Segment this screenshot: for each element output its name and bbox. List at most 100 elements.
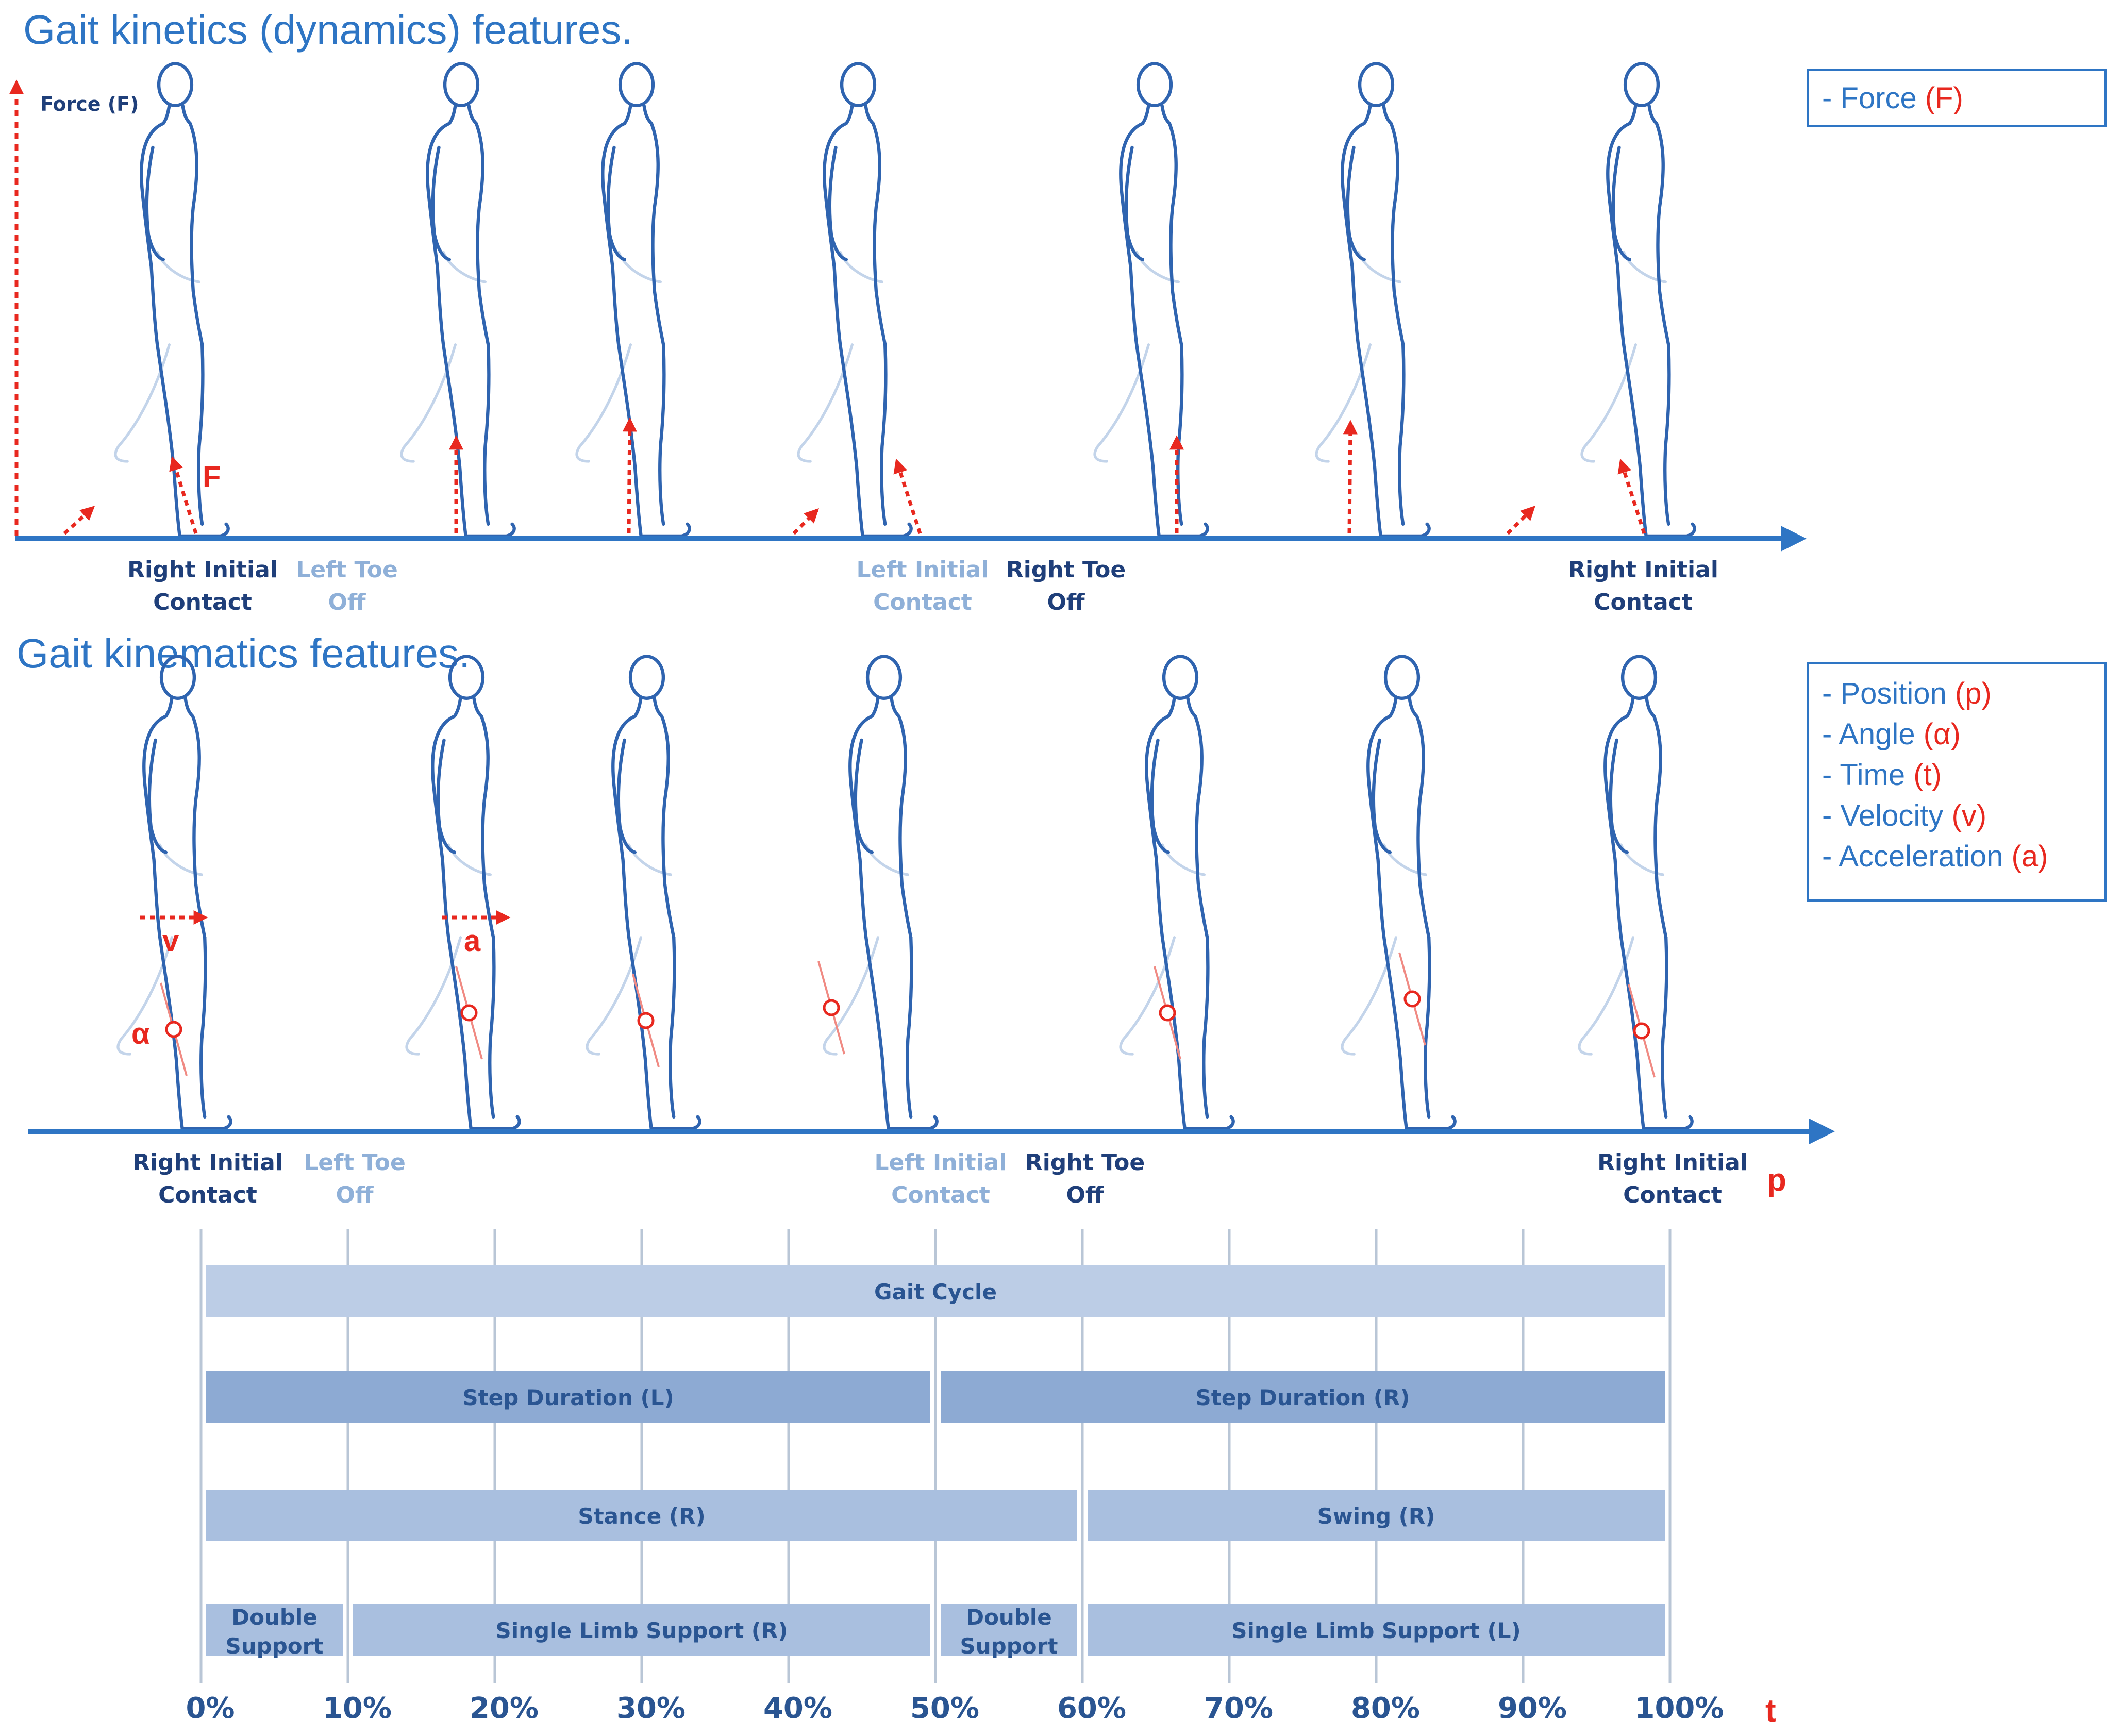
legend-entry: - Angle (α) — [1822, 717, 1961, 751]
acceleration-symbol: a — [464, 924, 481, 958]
timeline-bar-label: Stance (R) — [578, 1504, 705, 1529]
timeline-bar — [206, 1604, 343, 1656]
event-label-line1: Left Toe — [296, 557, 398, 583]
kinematics-title: Gait kinematics features. — [16, 630, 470, 676]
event-label-line1: Left Initial — [874, 1149, 1007, 1176]
knee-joint-marker — [165, 1021, 182, 1038]
event-label-line1: Left Initial — [856, 557, 989, 583]
force-arrow — [893, 458, 922, 535]
walking-figure — [798, 64, 911, 536]
event-label-line1: Right Initial — [127, 557, 278, 583]
timeline-bar — [941, 1604, 1077, 1656]
kinetics-legend: - Force (F) — [1807, 69, 2107, 127]
walking-figure — [402, 64, 514, 536]
timeline-tick-labels: 0%10%20%30%40%50%60%70%80%90%100% — [186, 1692, 1724, 1725]
walking-figure — [1121, 657, 1233, 1129]
force-arrow — [792, 508, 819, 535]
timeline-bar — [1088, 1604, 1665, 1656]
event-label-line1: Right Toe — [1025, 1149, 1145, 1176]
timeline-tick-label: 70% — [1204, 1692, 1273, 1725]
timeline-bar — [206, 1371, 930, 1423]
event-label-line2: Contact — [891, 1182, 990, 1208]
timeline-bar-label: Single Limb Support (R) — [496, 1618, 788, 1643]
timeline-bar-label: Support — [226, 1633, 324, 1659]
timeline-bar — [1088, 1490, 1665, 1541]
event-label-line2: Off — [1066, 1182, 1104, 1208]
walking-figure — [824, 657, 937, 1129]
position-symbol: p — [1767, 1162, 1786, 1198]
force-arrow — [63, 506, 95, 535]
walking-figure — [587, 657, 700, 1129]
knee-joint-marker — [637, 1012, 655, 1029]
timeline-bar-label: Double — [231, 1605, 318, 1630]
force-arrow — [1617, 458, 1646, 535]
event-label-line2: Off — [1047, 589, 1085, 615]
knee-joint-marker — [1159, 1004, 1176, 1022]
knee-joint-marker — [1403, 990, 1421, 1008]
timeline-tick-label: 30% — [616, 1692, 686, 1725]
force-arrow — [1506, 506, 1535, 535]
force-arrow — [622, 417, 637, 534]
event-label-line2: Contact — [873, 589, 972, 615]
timeline-tick-label: 10% — [323, 1692, 392, 1725]
timeline-bar-label: Support — [960, 1633, 1058, 1659]
event-label-line1: Right Initial — [132, 1149, 283, 1176]
force-axis-label: Force (F) — [40, 93, 139, 115]
kinetics-title: Gait kinetics (dynamics) features. — [23, 7, 633, 53]
event-label-line2: Contact — [1623, 1182, 1722, 1208]
walking-figure — [577, 64, 690, 536]
timeline-bar — [353, 1604, 930, 1656]
legend-entry: - Acceleration (a) — [1822, 840, 2048, 873]
timeline-bar-label: Gait Cycle — [874, 1279, 997, 1305]
kinematics-figure-row — [118, 657, 1692, 1129]
event-label-line1: Right Initial — [1597, 1149, 1748, 1176]
timeline-tick-label: 90% — [1498, 1692, 1567, 1725]
knee-joint-marker — [823, 999, 840, 1016]
walking-figure — [1342, 657, 1455, 1129]
timeline-tick-label: 20% — [470, 1692, 539, 1725]
event-label-line1: Right Toe — [1006, 557, 1126, 583]
timeline-bar — [206, 1490, 1077, 1541]
timeline-bar-label: Step Duration (L) — [462, 1385, 674, 1410]
timeline-bar-label: Step Duration (R) — [1196, 1385, 1410, 1410]
event-label-line1: Right Initial — [1568, 557, 1718, 583]
timeline-bar — [206, 1265, 1665, 1317]
timeline-tick-label: 60% — [1057, 1692, 1126, 1725]
walking-figure — [118, 657, 231, 1129]
force-arrow — [1343, 420, 1358, 534]
time-symbol: t — [1765, 1693, 1776, 1729]
legend-force: - Force (F) — [1822, 81, 1963, 115]
event-label-line2: Contact — [158, 1182, 257, 1208]
legend-entry: - Time (t) — [1822, 758, 1942, 792]
event-label-line2: Contact — [1594, 589, 1693, 615]
timeline-bar — [941, 1371, 1665, 1423]
timeline-tick-label: 50% — [910, 1692, 979, 1725]
walking-figure — [1579, 657, 1692, 1129]
velocity-symbol: v — [162, 924, 179, 958]
event-label-line2: Off — [336, 1182, 374, 1208]
knee-joint-marker — [1633, 1022, 1650, 1040]
event-label-line2: Off — [328, 589, 366, 615]
timeline-bar-label: Swing (R) — [1317, 1504, 1435, 1529]
timeline-tick-label: 80% — [1351, 1692, 1420, 1725]
kinetics-figure-row — [63, 64, 1695, 536]
event-label-line1: Left Toe — [304, 1149, 406, 1176]
legend-entry: - Velocity (v) — [1822, 799, 1986, 832]
walking-figure — [1316, 64, 1429, 536]
event-label-line2: Contact — [153, 589, 252, 615]
walking-figure — [1582, 64, 1695, 536]
kinematics-legend: - Position (p)- Angle (α)- Time (t)- Vel… — [1807, 662, 2107, 902]
walking-figure — [1095, 64, 1208, 536]
force-arrow — [169, 456, 198, 535]
timeline-tick-label: 40% — [763, 1692, 832, 1725]
timeline-bar-label: Single Limb Support (L) — [1231, 1618, 1521, 1643]
force-symbol: F — [203, 460, 221, 494]
angle-symbol: α — [131, 1017, 150, 1050]
timeline-tick-label: 100% — [1634, 1692, 1724, 1725]
knee-joint-marker — [460, 1004, 478, 1022]
walking-figure — [407, 657, 520, 1129]
